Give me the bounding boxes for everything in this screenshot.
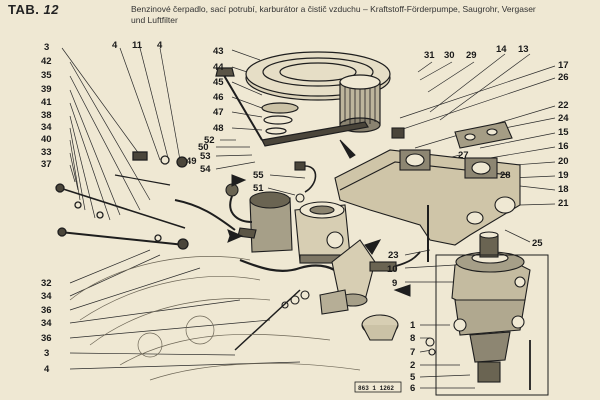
callout-34-mid: 34	[41, 291, 52, 302]
callout-numbers: 3 4 11 4 43 31 30 29 14 13 42 35 39 41 3…	[41, 40, 569, 394]
intake-manifold	[334, 121, 521, 262]
callout-44: 44	[213, 62, 224, 73]
callout-11: 11	[132, 40, 143, 51]
callout-9: 9	[392, 278, 397, 289]
caption-line-2: und Luftfilter	[131, 15, 178, 25]
callout-28: 28	[500, 170, 511, 181]
callout-47: 47	[213, 107, 224, 118]
callout-20: 20	[558, 156, 569, 167]
callout-43: 43	[213, 46, 224, 57]
linkage-rods	[55, 151, 189, 250]
callout-4-top: 4	[112, 40, 118, 51]
callout-14: 14	[496, 44, 507, 55]
air-filter-assembly	[215, 51, 391, 147]
callout-34-low: 34	[41, 318, 52, 329]
callout-55: 55	[253, 170, 264, 181]
callout-16: 16	[558, 141, 569, 152]
callout-1: 1	[410, 320, 416, 331]
callout-31: 31	[424, 50, 435, 61]
callout-22: 22	[558, 100, 569, 111]
callout-39: 39	[41, 84, 52, 95]
callout-38: 38	[41, 110, 52, 121]
caption-line-1: Benzinové čerpadlo, sací potrubí, karbur…	[131, 4, 536, 14]
callout-52: 52	[204, 135, 215, 146]
callout-24: 24	[558, 113, 569, 124]
fuel-pump	[425, 231, 531, 390]
callout-49: 49	[186, 156, 197, 167]
callout-10: 10	[387, 264, 398, 275]
callout-4-bottom: 4	[44, 364, 50, 375]
stamp-box: 863 1 1262	[354, 381, 402, 393]
callout-41: 41	[41, 97, 52, 108]
callout-29: 29	[466, 50, 477, 61]
callout-53: 53	[200, 151, 211, 162]
callout-50: 50	[198, 142, 209, 153]
callout-36-mid: 36	[41, 305, 52, 316]
stamp-code: 863 1 1262	[358, 385, 394, 392]
callout-35: 35	[41, 70, 52, 81]
callout-19: 19	[558, 170, 569, 181]
callout-45: 45	[213, 77, 224, 88]
tab-number: 12	[43, 2, 59, 17]
callout-40: 40	[41, 134, 52, 145]
callout-25: 25	[532, 238, 543, 249]
callout-3-top: 3	[44, 42, 49, 53]
tab-label: TAB. 12	[8, 2, 59, 17]
callout-46: 46	[213, 92, 224, 103]
callout-54: 54	[200, 164, 211, 175]
callout-13: 13	[518, 44, 529, 55]
callout-18: 18	[558, 184, 569, 195]
callout-34-top: 34	[41, 122, 52, 133]
engine-outline	[69, 256, 361, 381]
callout-6: 6	[410, 383, 415, 394]
fuel-line-and-filter	[234, 239, 421, 351]
callout-36-low: 36	[41, 333, 52, 344]
callout-15: 15	[558, 127, 569, 138]
callout-2: 2	[410, 360, 415, 371]
callout-5: 5	[410, 372, 416, 383]
callout-17: 17	[558, 60, 569, 71]
callout-3-bottom: 3	[44, 348, 49, 359]
callout-51: 51	[253, 183, 264, 194]
callout-37: 37	[41, 159, 52, 170]
arrows	[227, 139, 411, 297]
caption: Benzinové čerpadlo, sací potrubí, karbur…	[131, 4, 591, 26]
callout-30: 30	[444, 50, 455, 61]
callout-7: 7	[410, 347, 415, 358]
callout-4-top-b: 4	[157, 40, 163, 51]
callout-26: 26	[558, 72, 569, 83]
callout-48: 48	[213, 123, 224, 134]
callout-27: 27	[458, 150, 469, 161]
callout-33: 33	[41, 147, 52, 158]
tab-prefix: TAB.	[8, 2, 40, 17]
callout-32: 32	[41, 278, 52, 289]
callout-8: 8	[410, 333, 415, 344]
callout-42: 42	[41, 56, 52, 67]
callout-21: 21	[558, 198, 569, 209]
callout-23: 23	[388, 250, 399, 261]
